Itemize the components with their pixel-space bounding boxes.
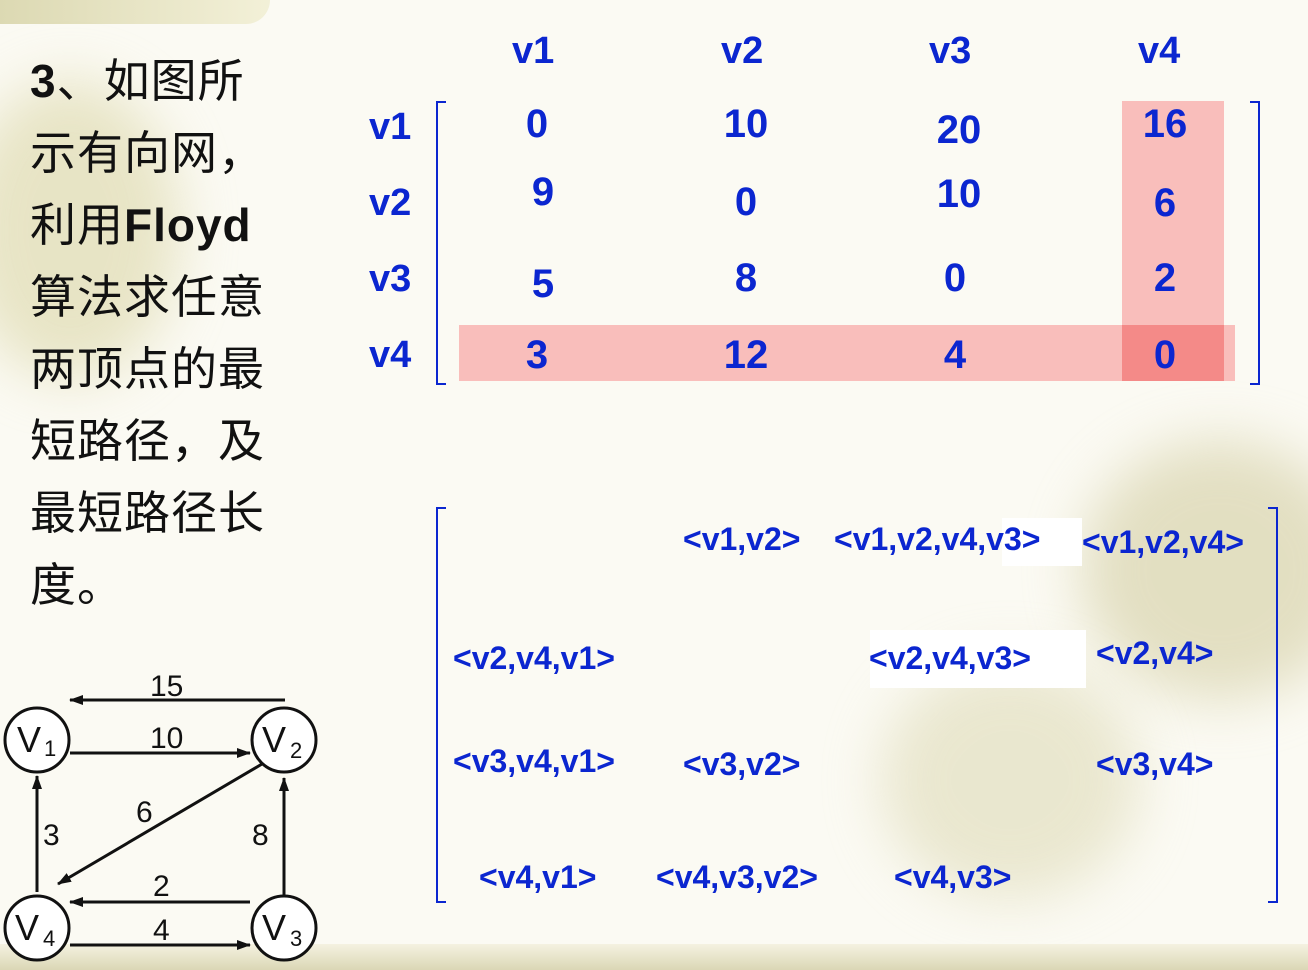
path-matrix-right-bracket xyxy=(1268,507,1278,903)
matrix-cell: 10 xyxy=(936,172,982,216)
matrix-right-bracket xyxy=(1250,101,1260,385)
path-cell-v1-v3: <v1,v2,v4,v3> xyxy=(834,521,1041,557)
question-line-8: 度。 xyxy=(30,558,124,612)
path-cell-v3-v2: <v3,v2> xyxy=(683,746,801,782)
path-cell-v2-v1: <v2,v4,v1> xyxy=(453,640,615,676)
background-ornament-top xyxy=(0,0,270,24)
path-cell-v1-v2: <v1,v2> xyxy=(683,521,801,557)
path-cell-v4-v2: <v4,v3,v2> xyxy=(656,859,818,895)
edge-v2-v4 xyxy=(57,762,263,886)
question-line-3: 利用 xyxy=(30,198,124,252)
question-number: 3 xyxy=(30,55,57,107)
background-ornament-bottom xyxy=(0,944,1308,970)
svg-text:1: 1 xyxy=(44,736,56,761)
matrix-left-bracket xyxy=(436,101,446,385)
graph-node-v4: V 4 xyxy=(3,894,71,962)
graph-node-v3: V 3 xyxy=(250,894,318,962)
edge-label-v3-v4: 2 xyxy=(153,870,170,903)
path-cell-v4-v1: <v4,v1> xyxy=(479,859,597,895)
question-line-2: 示有向网， xyxy=(30,126,265,180)
matrix-cell: 8 xyxy=(734,256,758,300)
matrix-cell: 12 xyxy=(723,333,769,377)
question-line-5: 两顶点的最 xyxy=(30,342,265,396)
matrix-col-header-v4: v4 xyxy=(1138,30,1181,72)
matrix-row-header-v1: v1 xyxy=(369,106,412,148)
question-text: 3、如图所 示有向网， 利用Floyd 算法求任意 两顶点的最 短路径，及 最短… xyxy=(30,45,340,621)
edge-label-v1-v2: 10 xyxy=(150,722,183,755)
path-cell-v1-v4: <v1,v2,v4> xyxy=(1082,524,1244,560)
path-cell-v2-v3: <v2,v4,v3> xyxy=(869,640,1031,676)
matrix-cell: 3 xyxy=(525,333,549,377)
question-floyd: Floyd xyxy=(124,199,252,251)
matrix-cell: 9 xyxy=(531,170,555,214)
edge-label-v2-v4: 6 xyxy=(136,796,153,829)
matrix-cell: 6 xyxy=(1153,181,1177,225)
edge-label-v4-v3: 4 xyxy=(153,914,170,947)
matrix-row-header-v4: v4 xyxy=(369,334,412,376)
matrix-cell: 20 xyxy=(936,108,982,152)
path-cell-background xyxy=(1002,518,1082,566)
svg-text:V: V xyxy=(262,907,286,948)
graph-node-v2: V 2 xyxy=(250,706,318,774)
edge-label-v2-v1: 15 xyxy=(150,670,183,703)
matrix-row-header-v2: v2 xyxy=(369,182,412,224)
question-line-1: 、如图所 xyxy=(56,54,245,108)
edge-label-v3-v2: 8 xyxy=(252,819,269,852)
matrix-col-header-v2: v2 xyxy=(721,30,764,72)
svg-text:2: 2 xyxy=(290,738,302,763)
path-matrix-left-bracket xyxy=(436,507,446,903)
highlight-column-v4 xyxy=(1122,101,1224,325)
matrix-cell: 0 xyxy=(525,102,549,146)
background-leaf-left xyxy=(0,80,180,380)
highlight-row-v4 xyxy=(459,325,1235,381)
highlight-cell-v4-v4 xyxy=(1122,325,1224,381)
svg-text:V: V xyxy=(262,719,286,760)
matrix-cell: 4 xyxy=(943,333,967,377)
matrix-row-header-v3: v3 xyxy=(369,258,412,300)
question-line-7: 最短路径长 xyxy=(30,486,265,540)
matrix-cell: 16 xyxy=(1142,102,1188,146)
matrix-cell: 2 xyxy=(1153,256,1177,300)
path-cell-v3-v4: <v3,v4> xyxy=(1096,746,1214,782)
path-cell-v4-v3: <v4,v3> xyxy=(894,859,1012,895)
matrix-cell: 0 xyxy=(943,256,967,300)
directed-graph: 15 10 6 3 8 2 4 V 1 V 2 V 3 V 4 xyxy=(3,670,318,962)
question-line-4: 算法求任意 xyxy=(30,270,265,324)
svg-text:V: V xyxy=(17,719,41,760)
edge-label-v4-v1: 3 xyxy=(43,819,60,852)
path-cell-v3-v1: <v3,v4,v1> xyxy=(453,743,615,779)
matrix-cell: 5 xyxy=(531,262,555,306)
background-leaf-right xyxy=(1080,440,1308,700)
matrix-cell: 0 xyxy=(1153,333,1177,377)
matrix-col-header-v3: v3 xyxy=(929,30,972,72)
svg-text:3: 3 xyxy=(290,926,302,951)
svg-text:4: 4 xyxy=(43,926,55,951)
matrix-cell: 10 xyxy=(723,102,769,146)
svg-text:V: V xyxy=(15,907,39,948)
matrix-cell: 0 xyxy=(734,180,758,224)
question-line-6: 短路径，及 xyxy=(30,414,265,468)
path-cell-background xyxy=(870,630,1086,688)
path-cell-v2-v4: <v2,v4> xyxy=(1096,635,1214,671)
background-flower xyxy=(880,660,1140,900)
graph-node-v1: V 1 xyxy=(3,706,71,774)
matrix-col-header-v1: v1 xyxy=(512,30,555,72)
